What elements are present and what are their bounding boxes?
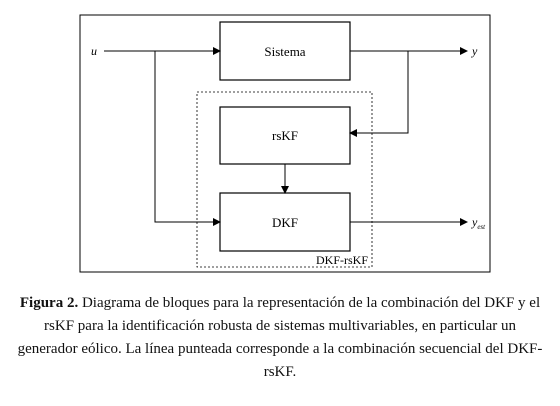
dkf-rskf-group-boundary: [196, 91, 373, 268]
output-y-label: y: [471, 44, 478, 58]
figure-number: Figura 2.: [19, 295, 79, 311]
figure-caption: Figura 2. Diagrama de bloques para la re…: [14, 292, 546, 384]
output-yest-label: yest: [471, 215, 486, 231]
dkf-label: DKF: [272, 215, 298, 230]
diagram-frame: [79, 14, 491, 273]
feedback-to-rskf: [349, 51, 409, 137]
output-yest-sub: est: [477, 223, 486, 231]
group-label: DKF-rsKF: [316, 253, 368, 267]
input-branch-to-dkf: [154, 51, 221, 226]
rskf-block: [219, 106, 351, 165]
output-yest-main: y: [471, 215, 478, 229]
rskf-label: rsKF: [272, 128, 298, 143]
caption-text: Diagrama de bloques para la representaci…: [17, 295, 543, 380]
sistema-label: Sistema: [264, 44, 305, 59]
input-u-label: u: [91, 44, 97, 58]
block-diagram: Sistema rsKF DKF u y yest DKF-rsKF: [79, 14, 491, 273]
